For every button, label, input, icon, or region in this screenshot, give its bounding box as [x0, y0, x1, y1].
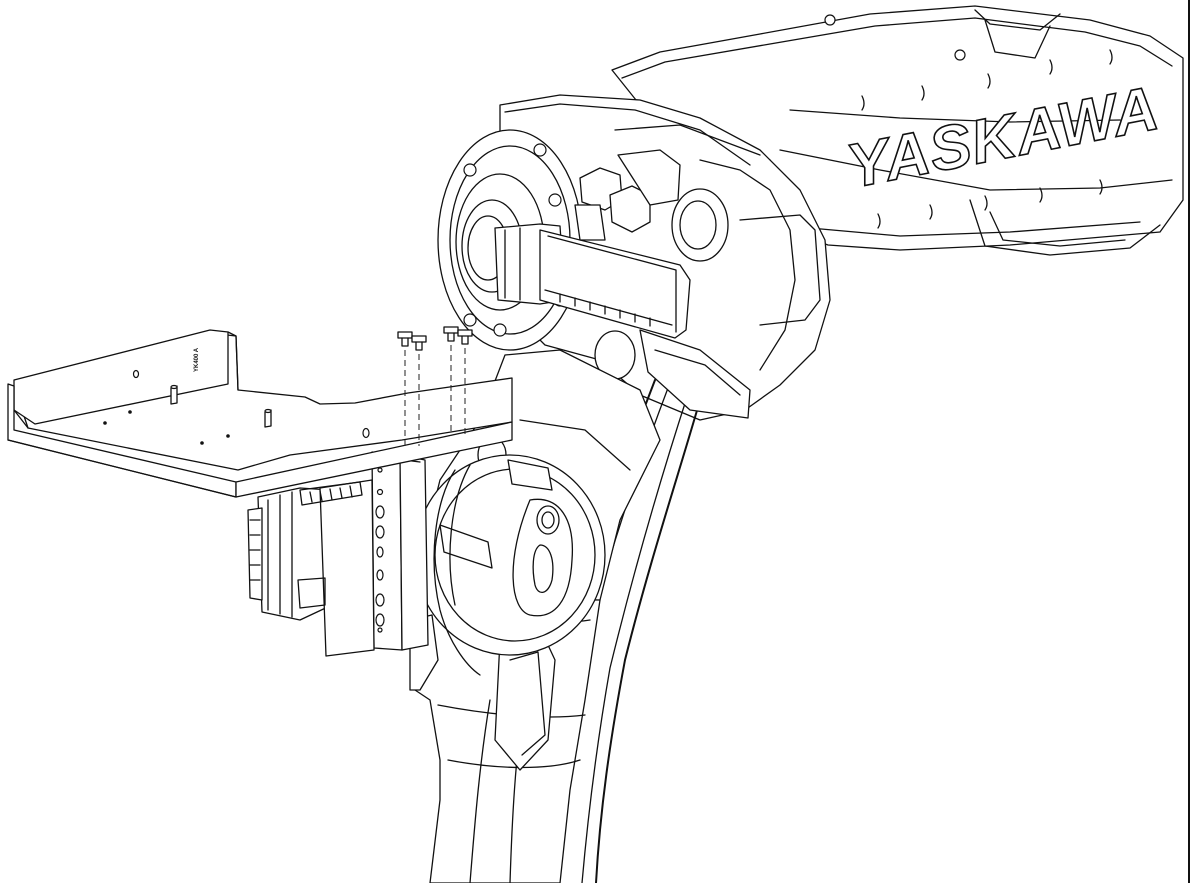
mounting-screws: [397, 326, 473, 446]
vertical-mount-plate: [371, 451, 429, 651]
attached-device: [247, 479, 375, 657]
upper-arm-casing: YASKAWA: [611, 5, 1184, 256]
screw-2: [411, 335, 427, 446]
plate-label: YK400 A: [194, 347, 200, 372]
tray-bracket: YK400 A: [7, 329, 513, 498]
screw-4: [457, 329, 473, 436]
axis-motor: [409, 454, 606, 691]
fittings: [574, 149, 729, 380]
cable-connector-box: [494, 223, 691, 339]
